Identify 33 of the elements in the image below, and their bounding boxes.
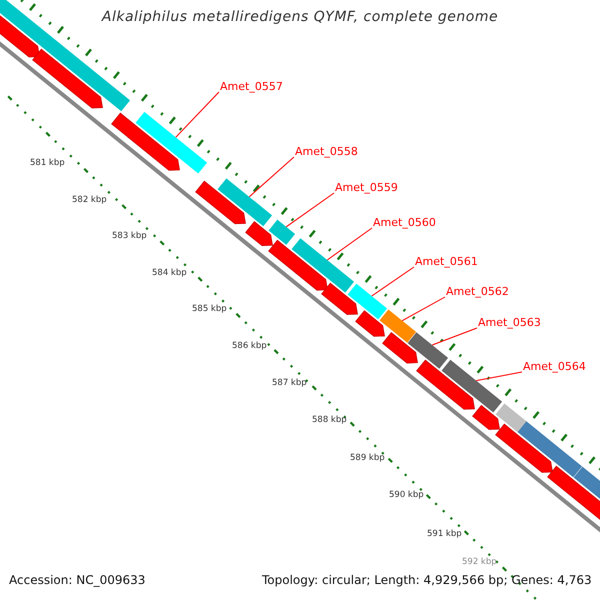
genome-info-text: Topology: circular; Length: 4,929,566 bp; Genes: 4,763: [262, 573, 592, 587]
leader-line: [175, 92, 220, 138]
scale-label: 592 kbp: [462, 557, 497, 567]
scale-label: 591 kbp: [427, 529, 462, 539]
scale-label: 583 kbp: [112, 231, 147, 241]
scale-label: 582 kbp: [72, 195, 107, 205]
leader-line: [402, 296, 446, 322]
scale-label: 587 kbp: [272, 378, 307, 388]
gene-bar: [348, 284, 388, 320]
scale-label: 584 kbp: [152, 268, 187, 278]
leader-line: [476, 372, 522, 382]
gene-label: Amet_0558: [295, 145, 358, 158]
scale-label: 581 kbp: [30, 158, 65, 168]
gene-label: Amet_0557: [220, 80, 283, 93]
gene-label: Amet_0564: [523, 360, 586, 373]
leader-line: [286, 192, 334, 228]
diagram-title: Alkaliphilus metalliredigens QYMF, complete genome: [100, 9, 500, 25]
gene-bar: [268, 220, 296, 245]
scale-label: 585 kbp: [192, 304, 227, 314]
leader-line: [248, 156, 294, 198]
scale-label: 588 kbp: [312, 415, 347, 425]
scale-label: 589 kbp: [350, 453, 385, 463]
gene-label: Amet_0559: [335, 181, 398, 194]
accession-text: Accession: NC_009633: [9, 573, 146, 587]
gene-label: Amet_0562: [446, 285, 509, 298]
gene-label: Amet_0560: [373, 216, 436, 229]
gene-label: Amet_0561: [415, 255, 478, 268]
leader-line: [326, 228, 372, 260]
scale-label: 586 kbp: [232, 341, 267, 351]
gene-label: Amet_0563: [478, 316, 541, 329]
leader-line: [432, 328, 478, 346]
leader-line: [371, 266, 414, 297]
scale-label: 590 kbp: [389, 490, 424, 500]
